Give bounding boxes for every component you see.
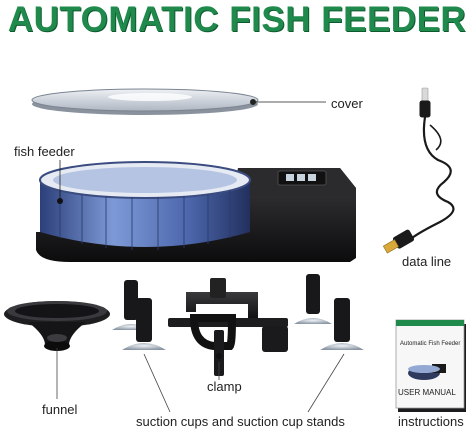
label-funnel: funnel [42,402,78,417]
data-line-part [382,87,455,254]
label-cover: cover [331,96,363,111]
suction-cups-part [112,274,364,413]
label-clamp: clamp [207,379,242,394]
manual-subtitle: USER MANUAL [398,388,456,397]
instructions-part [395,319,466,412]
label-instructions: instructions [398,414,464,429]
clamp-part [168,278,288,380]
label-suction-cups: suction cups and suction cup stands [136,414,345,429]
funnel-part [4,301,110,399]
label-fish-feeder: fish feeder [14,144,75,159]
manual-title: Automatic Fish Feeder [400,341,461,347]
cover-part [31,88,326,115]
label-data-line: data line [402,254,452,269]
fish-feeder-part [36,161,356,262]
page-title: AUTOMATIC FISH FEEDER [7,0,467,39]
